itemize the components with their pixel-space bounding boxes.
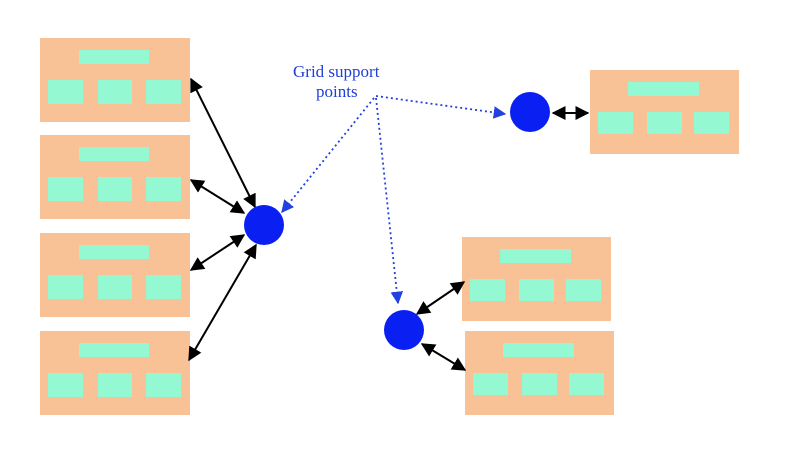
cluster-left-1	[40, 38, 190, 122]
link-bottom-1	[415, 281, 466, 315]
bottom-middle-hub	[384, 310, 424, 350]
label-line-1: Grid support	[293, 62, 380, 81]
left-hub	[244, 205, 284, 245]
cluster-left-3	[40, 233, 190, 317]
pointer-to-top-right-hub	[375, 95, 507, 119]
link-left-2	[189, 179, 246, 214]
link-bottom-2	[420, 343, 467, 371]
label-line-2: points	[316, 82, 358, 101]
pointer-to-bottom-hub	[375, 97, 404, 305]
cluster-bottom-2	[465, 331, 614, 415]
cluster-bottom-1	[462, 237, 611, 321]
dotted-pointers	[281, 95, 507, 305]
solid-links	[188, 77, 590, 371]
cluster-left-4	[40, 331, 190, 415]
pointer-to-left-hub	[281, 97, 375, 213]
link-left-3	[189, 234, 246, 271]
top-right-hub	[510, 92, 550, 132]
link-left-4	[188, 243, 257, 362]
cluster-top-right	[590, 70, 739, 154]
cluster-left-2	[40, 135, 190, 219]
link-left-1	[190, 77, 256, 209]
